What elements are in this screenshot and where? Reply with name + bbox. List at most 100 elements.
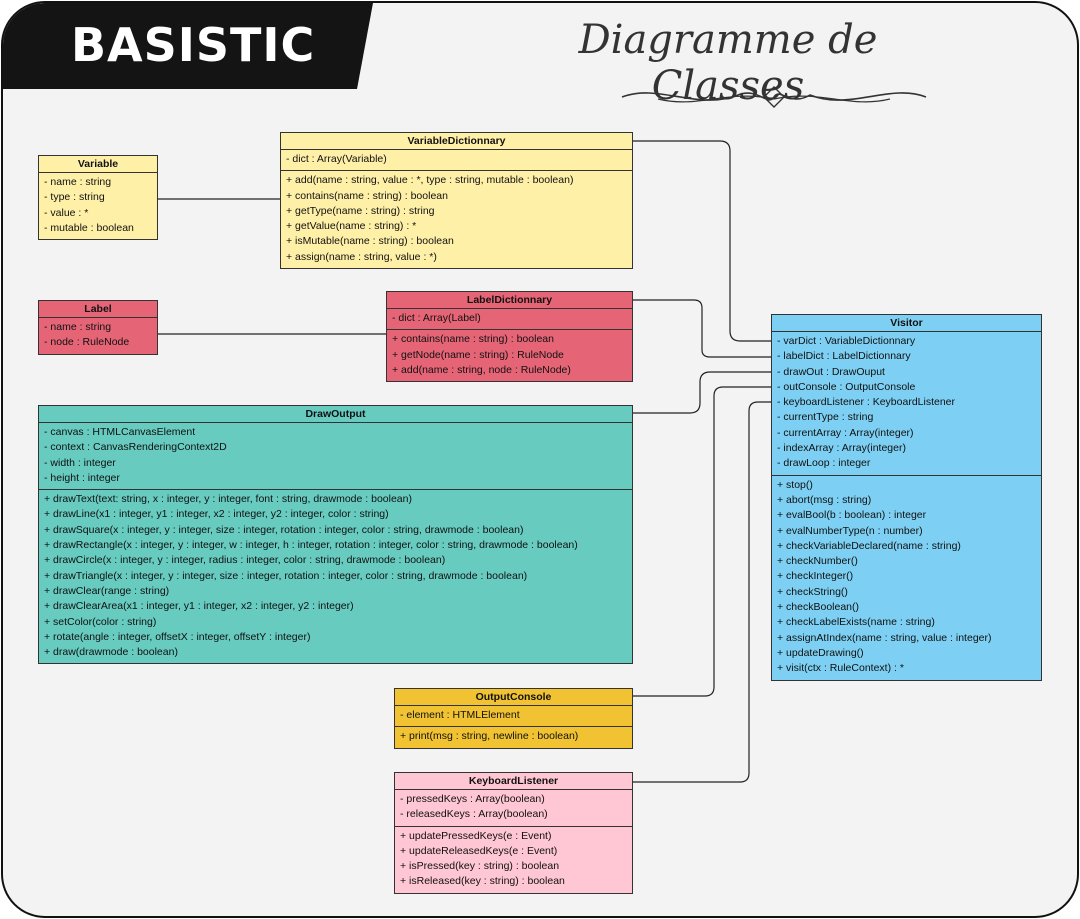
attribute: - value : * [44, 206, 89, 219]
class-name: VariableDictionnary [281, 133, 632, 150]
method: + drawText(text: string, x : integer, y … [44, 493, 412, 506]
attribute: - type : string [44, 191, 105, 204]
link-vardict-visitor [633, 140, 771, 342]
class-variable: Variable - name : string - type : string… [38, 155, 158, 241]
attributes-section: - name : string - type : string - value … [39, 173, 157, 239]
method: + checkBoolean() [777, 601, 860, 614]
method: + rotate(angle : integer, offsetX : inte… [44, 630, 311, 643]
attribute: - canvas : HTMLCanvasElement [44, 426, 196, 438]
method: + draw(drawmode : boolean) [44, 646, 178, 659]
method: + checkVariableDeclared(name : string) [777, 539, 961, 552]
attribute: - outConsole : OutputConsole [777, 380, 916, 393]
attribute: - pressedKeys : Array(boolean) [400, 793, 545, 805]
method: + evalBool(b : boolean) : integer [777, 509, 927, 522]
attribute: - context : CanvasRenderingContext2D [44, 441, 227, 454]
attribute: - node : RuleNode [44, 336, 130, 349]
attributes-section: - varDict : VariableDictionnary - labelD… [772, 332, 1041, 476]
methods-section: + contains(name : string) : boolean + ge… [387, 330, 632, 381]
class-visitor: Visitor - varDict : VariableDictionnary … [771, 314, 1042, 681]
method: + isMutable(name : string) : boolean [286, 235, 454, 248]
class-variable-dictionnary: VariableDictionnary - dict : Array(Varia… [280, 132, 633, 270]
attribute: - width : integer [44, 456, 116, 469]
method: + stop() [777, 478, 813, 491]
method: + isPressed(key : string) : boolean [400, 860, 560, 873]
method: + getNode(name : string) : RuleNode [392, 348, 564, 361]
method: + abort(msg : string) [777, 493, 872, 506]
method: + visit(ctx : RuleContext) : * [777, 662, 904, 675]
attributes-section: - pressedKeys : Array(boolean) - release… [395, 790, 632, 827]
method: + setColor(color : string) [44, 615, 157, 628]
attributes-section: - element : HTMLElement [395, 706, 632, 728]
class-keyboard-listener: KeyboardListener - pressedKeys : Array(b… [394, 772, 633, 894]
method: + drawTriangle(x : integer, y : integer,… [44, 569, 528, 582]
attribute: - mutable : boolean [44, 221, 134, 234]
method: + drawSquare(x : integer, y : integer, s… [44, 523, 524, 536]
attribute: - dict : Array(Label) [392, 312, 481, 324]
method: + updateReleasedKeys(e : Event) [400, 844, 558, 857]
attribute: - drawLoop : integer [777, 457, 871, 470]
method: + assign(name : string, value : *) [286, 250, 437, 263]
attributes-section: - canvas : HTMLCanvasElement - context :… [39, 423, 632, 491]
method: + print(msg : string, newline : boolean) [400, 730, 579, 743]
attribute: - height : integer [44, 471, 120, 484]
method: + contains(name : string) : boolean [286, 189, 448, 202]
method: + checkString() [777, 585, 848, 598]
method: + drawCircle(x : integer, y : integer, r… [44, 554, 446, 567]
attribute: - dict : Array(Variable) [286, 153, 387, 165]
attribute: - name : string [44, 321, 112, 333]
methods-section: + drawText(text: string, x : integer, y … [39, 490, 632, 663]
class-name: KeyboardListener [395, 773, 632, 790]
method: + drawClearArea(x1 : integer, y1 : integ… [44, 600, 354, 613]
link-console-visitor [633, 386, 771, 697]
class-output-console: OutputConsole - element : HTMLElement + … [394, 688, 633, 749]
flourish-ornament [621, 86, 927, 108]
method: + add(name : string, value : *, type : s… [286, 174, 574, 187]
attributes-section: - name : string - node : RuleNode [39, 318, 157, 354]
method: + checkNumber() [777, 555, 858, 568]
attribute: - labelDict : LabelDictionnary [777, 350, 911, 363]
class-label-dictionnary: LabelDictionnary - dict : Array(Label) +… [386, 291, 633, 383]
attribute: - element : HTMLElement [400, 709, 520, 721]
class-label: Label - name : string - node : RuleNode [38, 300, 158, 355]
methods-section: + stop() + abort(msg : string) + evalBoo… [772, 476, 1041, 680]
brand-banner [3, 3, 373, 89]
methods-section: + updatePressedKeys(e : Event) + updateR… [395, 827, 632, 893]
attribute: - drawOut : DrawOuput [777, 365, 885, 378]
attribute: - keyboardListener : KeyboardListener [777, 396, 956, 409]
attributes-section: - dict : Array(Label) [387, 309, 632, 331]
method: + isReleased(key : string) : boolean [400, 875, 565, 888]
attribute: - releasedKeys : Array(boolean) [400, 808, 548, 821]
method: + contains(name : string) : boolean [392, 333, 554, 346]
method: + evalNumberType(n : number) [777, 524, 923, 537]
link-keyboard-visitor [633, 401, 771, 783]
class-name: Visitor [772, 315, 1041, 332]
diagram-title: Diagramme de Classes [578, 17, 878, 109]
method: + drawClear(range : string) [44, 584, 170, 597]
method: + drawRectangle(x : integer, y : integer… [44, 539, 578, 552]
class-draw-output: DrawOutput - canvas : HTMLCanvasElement … [38, 405, 633, 665]
attributes-section: - dict : Array(Variable) [281, 150, 632, 172]
method: + drawLine(x1 : integer, y1 : integer, x… [44, 508, 389, 521]
class-name: OutputConsole [395, 689, 632, 706]
attribute: - varDict : VariableDictionnary [777, 335, 916, 347]
method: + add(name : string, node : RuleNode) [392, 363, 571, 376]
class-name: DrawOutput [39, 406, 632, 423]
method: + assignAtIndex(name : string, value : i… [777, 631, 992, 644]
method: + getValue(name : string) : * [286, 220, 417, 233]
method: + checkInteger() [777, 570, 854, 583]
attribute: - currentArray : Array(integer) [777, 426, 914, 439]
methods-section: + print(msg : string, newline : boolean) [395, 727, 632, 747]
class-name: Label [39, 301, 157, 318]
brand-logo: BASISTIC [71, 18, 316, 72]
class-name: LabelDictionnary [387, 292, 632, 309]
attribute: - currentType : string [777, 411, 874, 424]
method: + updateDrawing() [777, 646, 864, 659]
link-drawoutput-visitor [633, 371, 771, 414]
link-labeldict-visitor [633, 299, 771, 358]
method: + checkLabelExists(name : string) [777, 616, 935, 629]
class-name: Variable [39, 156, 157, 173]
attribute: - indexArray : Array(integer) [777, 442, 906, 455]
method: + updatePressedKeys(e : Event) [400, 829, 552, 842]
methods-section: + add(name : string, value : *, type : s… [281, 171, 632, 268]
